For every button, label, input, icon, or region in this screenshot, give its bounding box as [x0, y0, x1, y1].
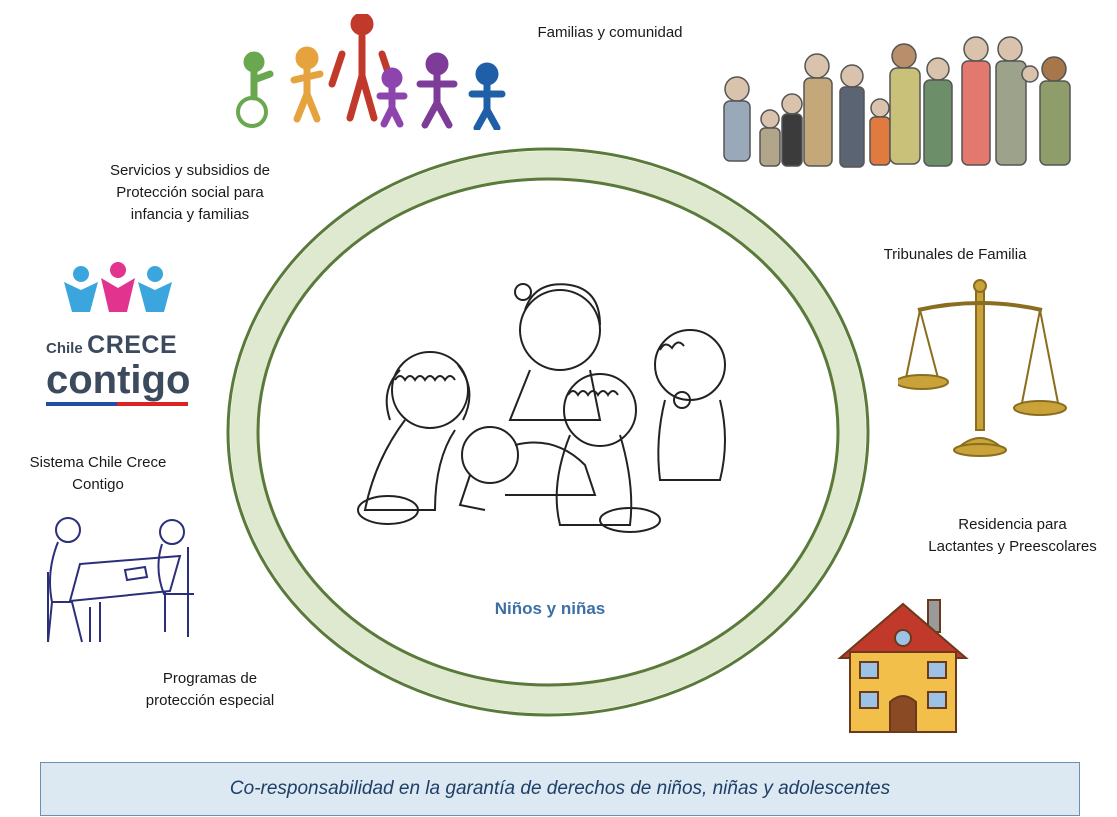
servicios-line-1: Servicios y subsidios de [109, 162, 271, 179]
servicios-line-3: infancia y familias [130, 206, 250, 223]
chile-crece-contigo-logo: Chile CRECE contigo [46, 262, 196, 407]
residencia-line-2: Lactantes y Preescolares [928, 538, 1097, 555]
scales-of-justice-icon [898, 279, 1067, 457]
house-icon [837, 599, 969, 733]
children-playing-illustration [357, 283, 726, 533]
servicios-label: Servicios y subsidios de Protección soci… [70, 160, 310, 226]
center-label: Niños y niñas [494, 599, 606, 618]
sistema-line-1: Sistema Chile Crece [29, 454, 167, 471]
servicios-line-2: Protección social para [116, 184, 264, 201]
children-figures-icon [64, 262, 172, 312]
tribunales-label: Tribunales de Familia [883, 246, 1027, 263]
programas-label: Programas de protección especial [100, 668, 320, 712]
counseling-meeting-icon [47, 517, 194, 643]
family-chain-icon [236, 14, 506, 130]
programas-line-1: Programas de [162, 670, 258, 687]
familias-label: Familias y comunidad [537, 24, 683, 41]
sistema-label: Sistema Chile Crece Contigo [0, 452, 198, 496]
sistema-line-2: Contigo [72, 476, 124, 493]
banner: Co-responsabilidad en la garantía de der… [40, 762, 1080, 816]
family-crowd-icon [723, 36, 1071, 168]
banner-text: Co-responsabilidad en la garantía de der… [229, 778, 891, 799]
logo-chile-text: Chile [46, 340, 83, 357]
programas-line-2: protección especial [145, 692, 275, 709]
logo-contigo-text: contigo [46, 358, 191, 402]
logo-flag-bar [46, 402, 188, 406]
residencia-line-1: Residencia para [958, 516, 1067, 533]
logo-crece-text: CRECE [87, 331, 178, 359]
residencia-label: Residencia para Lactantes y Preescolares [905, 514, 1117, 558]
